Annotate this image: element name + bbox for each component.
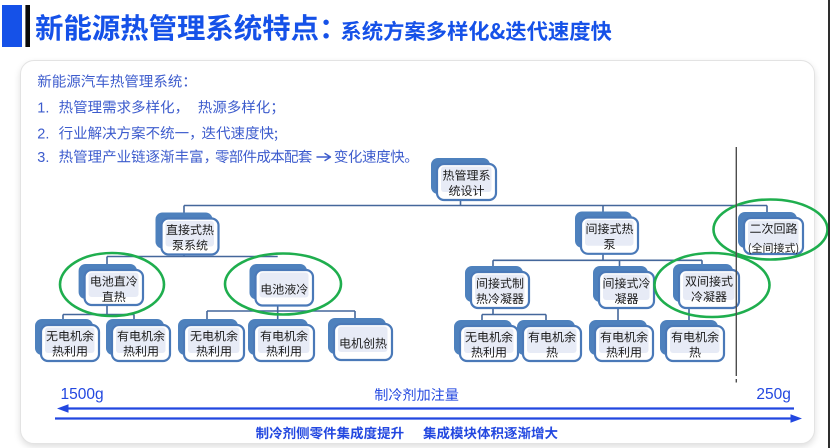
svg-text:3.: 3. [37,150,49,166]
svg-text:250g: 250g [756,386,790,403]
svg-text:1500g: 1500g [61,386,104,403]
svg-text:1.: 1. [37,100,49,116]
svg-text:2.: 2. [37,126,49,142]
